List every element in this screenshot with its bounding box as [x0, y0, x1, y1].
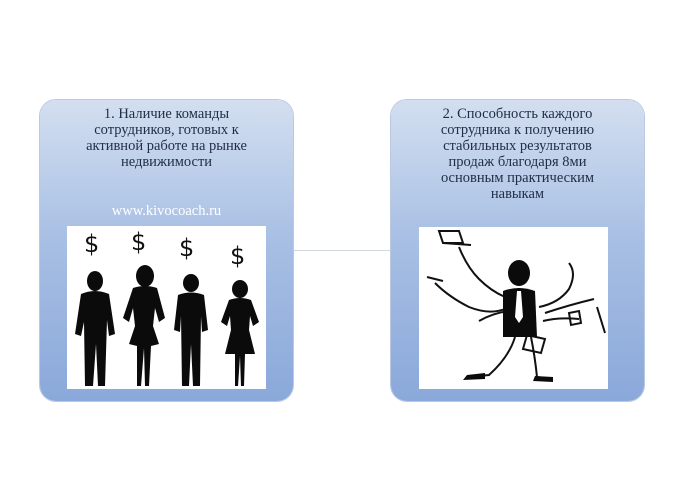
multitasking-businessman-image: [419, 227, 608, 389]
man-silhouette-icon: [75, 271, 115, 386]
shoe-icon: [533, 376, 553, 382]
pencil-icon: [596, 306, 606, 334]
laptop-base: [442, 242, 472, 246]
shoe-icon: [463, 373, 485, 380]
woman-silhouette-icon: [123, 265, 165, 386]
dollar-icon: $: [131, 228, 146, 256]
man-silhouette-icon: [174, 274, 208, 386]
connector-line: [292, 250, 392, 251]
dollar-icon: $: [84, 230, 99, 258]
businessman-body: [503, 260, 537, 337]
laptop-icon: [437, 230, 465, 244]
document-icon: [521, 333, 547, 355]
pen-icon: [426, 276, 444, 282]
card-team-text: 1. Наличие команды сотрудников, готовых …: [86, 106, 247, 170]
card-skills: 2. Способность каждого сотрудника к полу…: [391, 100, 644, 401]
team-silhouettes-image: $ $ $ $: [67, 226, 266, 389]
dollar-icon: $: [179, 234, 194, 262]
phone-icon: [567, 309, 583, 327]
woman-silhouette-icon: [221, 280, 259, 386]
card-team: 1. Наличие команды сотрудников, готовых …: [40, 100, 293, 401]
website-link[interactable]: www.kivocoach.ru: [111, 203, 222, 219]
card-skills-text: 2. Способность каждого сотрудника к полу…: [440, 106, 595, 202]
dollar-icon: $: [230, 242, 245, 270]
